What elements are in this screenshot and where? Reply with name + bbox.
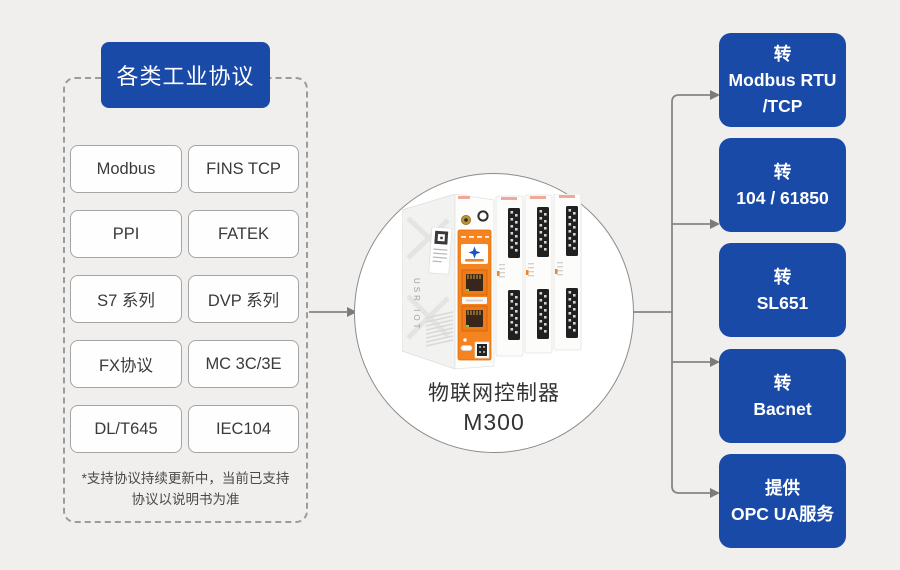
round-connector	[477, 210, 489, 222]
output-box-bacnet: 转 Bacnet	[719, 349, 846, 443]
device-model: M300	[463, 409, 525, 435]
brand-logo-plate	[461, 244, 488, 264]
output-protocol: OPC UA服务	[730, 504, 835, 524]
protocol-support-note: *支持协议持续更新中，当前已支持 协议以说明书为准	[63, 469, 308, 511]
device-name-cn: 物联网控制器	[428, 382, 560, 405]
protocol-chip-iec104: IEC104	[188, 405, 299, 453]
output-protocol: Modbus RTU	[728, 69, 837, 90]
antenna-connector	[461, 214, 472, 225]
output-prefix: 转	[773, 372, 792, 393]
device-main-front	[454, 194, 495, 370]
output-protocol: SL651	[756, 293, 809, 313]
protocol-chip-grid: Modbus FINS TCP PPI FATEK S7 系列 DVP 系列 F…	[70, 145, 299, 453]
output-prefix: 转	[773, 161, 792, 182]
power-terminal	[474, 341, 490, 359]
device-circle: USR IOT	[354, 173, 634, 453]
protocol-chip-mc3c3e: MC 3C/3E	[188, 340, 299, 388]
note-line-1: *支持协议持续更新中，当前已支持	[81, 471, 290, 486]
output-box-104-61850: 转 104 / 61850	[719, 138, 846, 232]
protocol-chip-ppi: PPI	[70, 210, 182, 258]
output-prefix: 提供	[765, 477, 800, 498]
note-line-2: 协议以说明书为准	[131, 491, 240, 507]
protocol-chip-fx: FX协议	[70, 340, 182, 388]
output-prefix: 转	[773, 43, 792, 64]
output-protocol-2: /TCP	[762, 96, 803, 117]
output-box-sl651: 转 SL651	[719, 243, 846, 337]
reset-pinhole	[463, 338, 467, 342]
led-indicators	[461, 236, 489, 238]
usb-c-port	[460, 345, 473, 351]
protocol-chip-fatek: FATEK	[188, 210, 299, 258]
protocol-chip-s7: S7 系列	[70, 275, 182, 323]
expansion-modules	[495, 194, 582, 357]
io-module-3	[553, 194, 582, 351]
side-vents	[425, 311, 454, 347]
protocol-chip-modbus: Modbus	[70, 145, 182, 193]
output-box-modbus-rtu-tcp: 转 Modbus RTU /TCP	[719, 33, 846, 127]
device-image: USR IOT	[402, 194, 582, 370]
connector-spine	[671, 94, 711, 494]
ethernet-port-1	[461, 269, 488, 296]
output-prefix: 转	[773, 266, 792, 287]
orange-front-panel	[457, 229, 492, 361]
star-logo	[468, 246, 481, 259]
device-main-side: USR IOT	[402, 194, 456, 370]
protocol-chip-fins-tcp: FINS TCP	[188, 145, 299, 193]
protocol-panel-title: 各类工业协议	[101, 42, 270, 108]
output-box-opc-ua: 提供 OPC UA服务	[719, 454, 846, 548]
io-module-1	[495, 195, 524, 357]
device-side-brand-text: USR IOT	[412, 278, 421, 331]
ethernet-port-2	[461, 305, 488, 332]
protocol-chip-dlt645: DL/T645	[70, 405, 182, 453]
output-protocol: 104 / 61850	[736, 188, 829, 208]
top-clip	[458, 196, 470, 199]
device-barcode-label	[428, 226, 453, 275]
io-module-2	[524, 194, 553, 354]
output-protocol: Bacnet	[753, 399, 812, 419]
protocol-chip-dvp: DVP 系列	[188, 275, 299, 323]
